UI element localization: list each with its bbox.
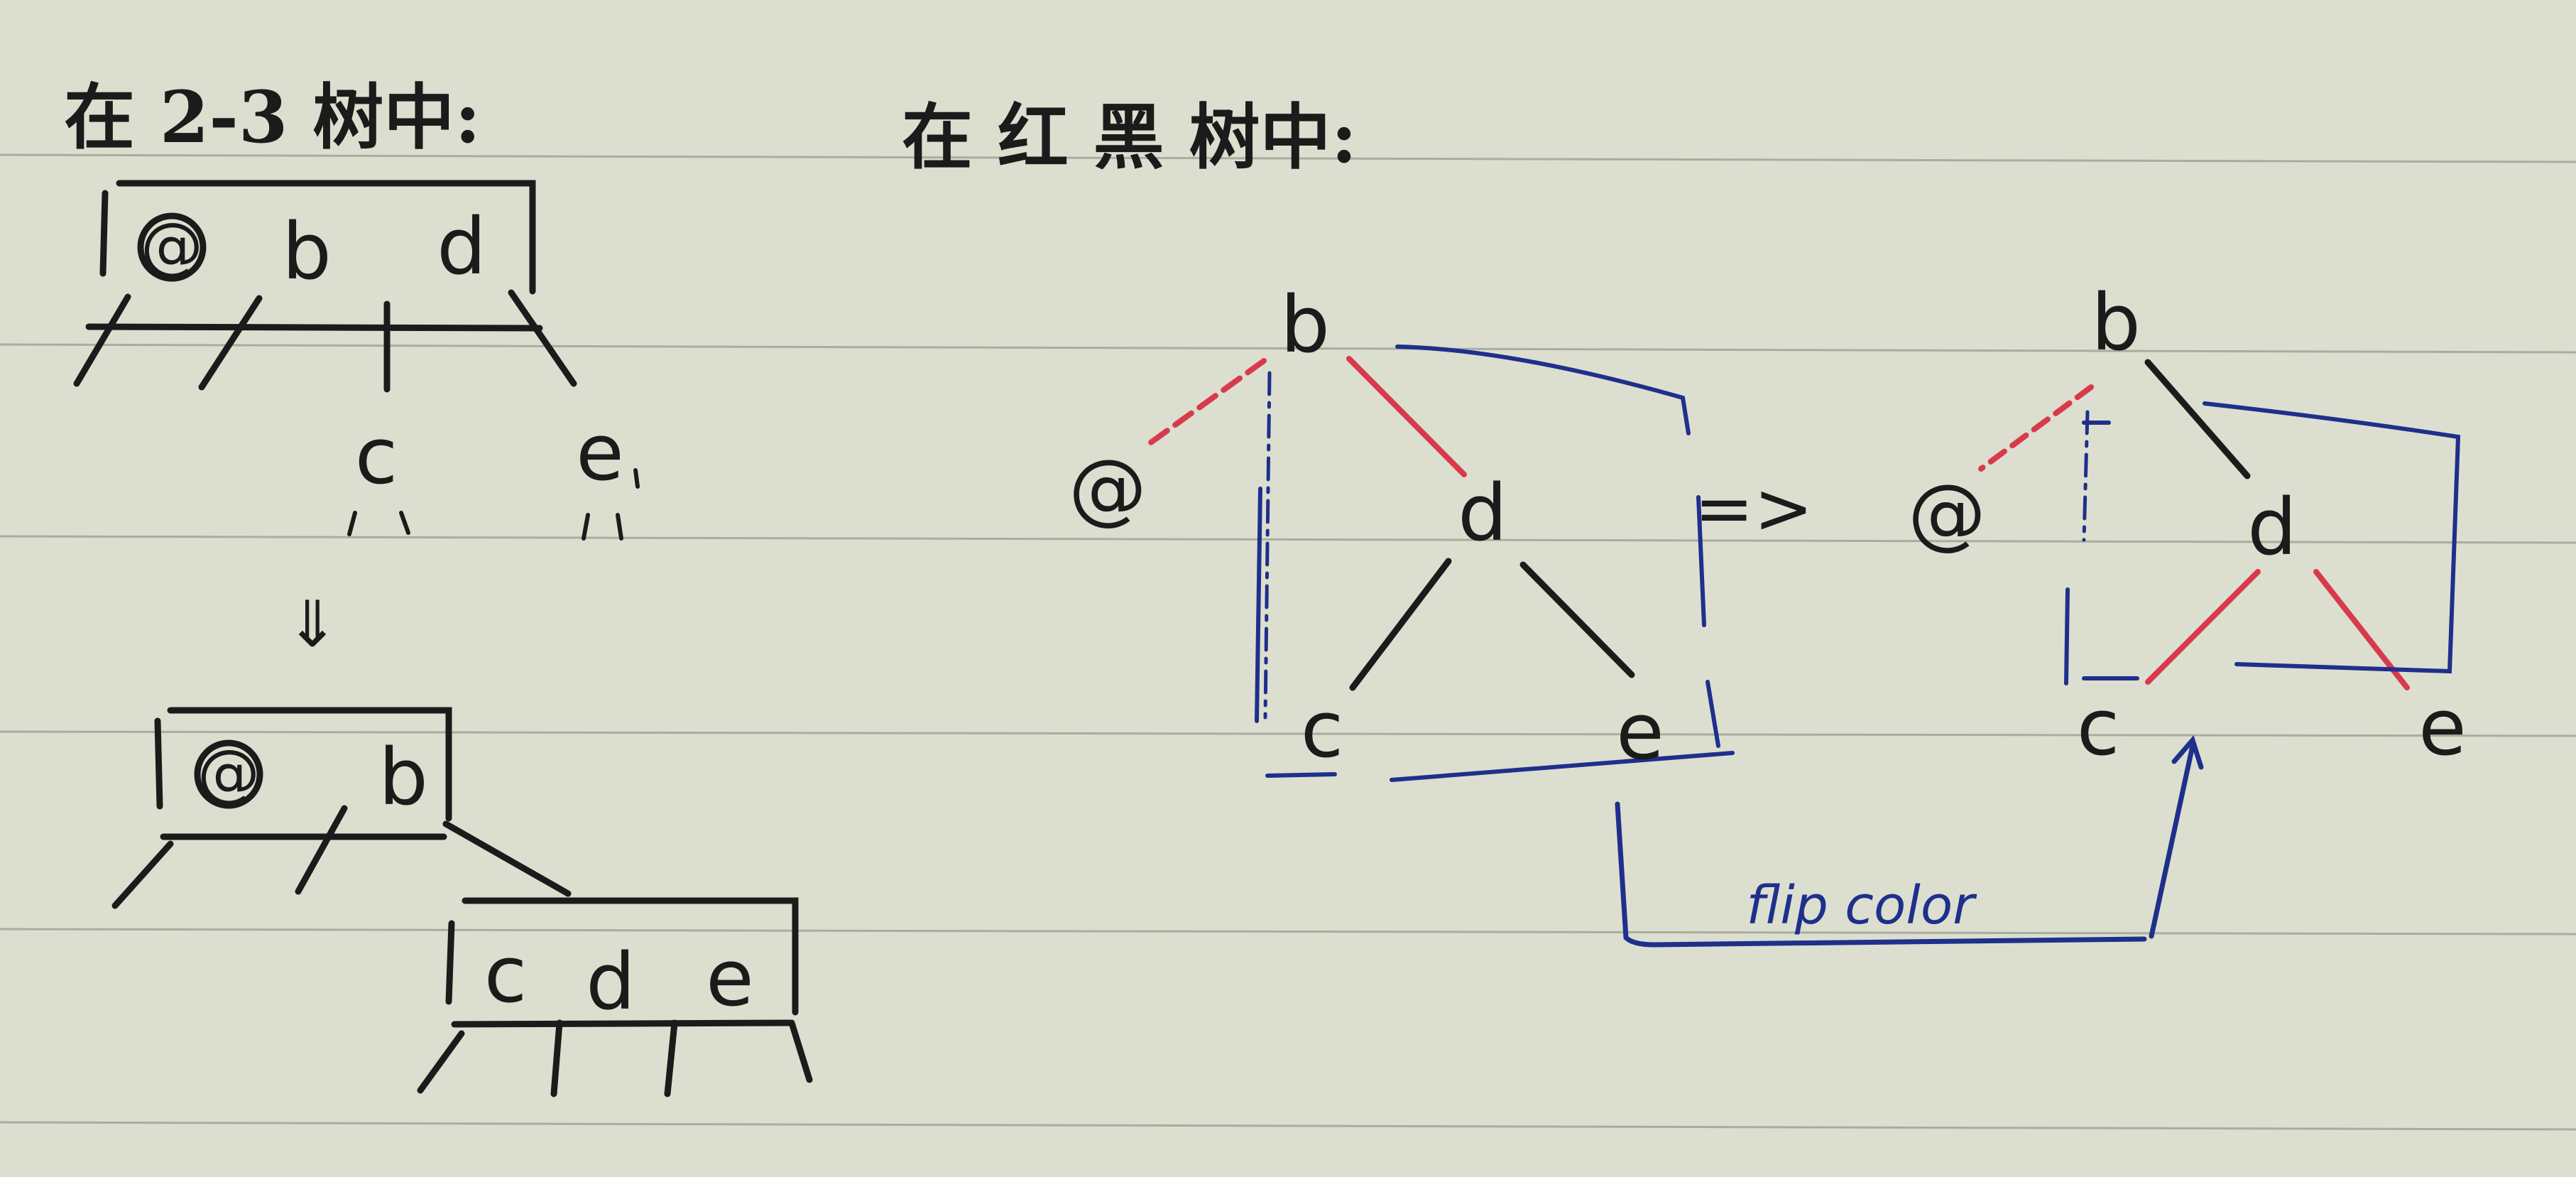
blue-bottom-right [1390,751,1735,782]
rb-node-b: b [1280,279,1330,370]
key-at: @ [197,736,260,809]
rb-node-at: @ [1069,443,1147,533]
link-left [73,293,131,387]
heading-red-black-tree: 在 红 黑 树中: [902,95,1357,179]
heading-2-3-tree: 在 2-3 树中: [64,75,481,159]
rb-node-e: e [1616,686,1664,777]
at-circle [137,212,207,282]
blue-left [2064,587,2070,685]
child-node-box [462,897,799,1016]
rule-line [0,343,2576,354]
link [664,1019,678,1097]
key-at: @ [141,209,203,282]
transform-arrow: => [1694,467,1813,550]
rule-line [0,153,2576,163]
merged-top-node [111,707,572,909]
child-node-box-bottom [451,1019,793,1028]
rb-node-e: e [2418,682,2467,773]
key-b: b [282,206,332,297]
arrow-head-icon [2171,734,2204,770]
dashdot-guide [1263,371,1272,720]
four-node-group [73,180,577,393]
child-c: c [355,411,398,501]
top-node-box-left [154,717,163,810]
down-arrow: ⇓ [285,587,339,662]
red-link-d-c [2145,569,2261,685]
blue-right-mid [1696,495,1706,627]
rb-node-c: c [1301,684,1343,775]
stub [399,511,410,535]
stub [633,468,640,489]
key-b: b [378,732,428,823]
rb-before-links [1146,356,1635,720]
link-to-e [508,289,577,387]
rb-node-d: d [1458,467,1507,558]
link [788,1019,813,1083]
black-link-b-d [2144,359,2251,479]
rb-after-blue-outline [2064,401,2461,685]
key-d: d [437,201,486,292]
flip-color-bracket [1615,734,2204,948]
flip-color-label: flip color [1746,875,1977,936]
flip-bracket-line [1615,801,2147,948]
rule-line [0,730,2576,737]
rule-line [0,928,2576,935]
rb-before-blue-outline [1255,345,1735,782]
rule-line [0,1121,2576,1131]
black-link-d-e [1519,561,1635,678]
rb-node-at: @ [1908,467,1986,558]
red-link-b-at [1978,384,2094,472]
top-node-box [167,707,452,822]
stub [582,513,590,541]
link-mid [295,805,348,895]
flip-arrow-shaft [2149,743,2195,939]
merged-child-node [417,897,813,1097]
link-left [111,840,174,909]
blue-left [1255,487,1262,723]
stub [347,511,357,536]
blue-right-outline [2203,401,2461,674]
at-circle [194,739,263,809]
key-d: d [586,936,635,1027]
child-node-box-left [445,920,455,1005]
child-e: e [576,407,624,498]
ruled-lines [0,153,2576,1131]
dashdot-guide [2082,410,2090,542]
four-node-box-bottom [85,323,543,332]
blue-bottom-left [1265,772,1337,778]
rule-line [0,535,2576,544]
key-c: c [484,929,527,1020]
link [550,1019,563,1097]
rb-node-b: b [2091,277,2141,368]
link-mid-left [198,295,263,391]
red-link-b-d [1346,356,1467,477]
blue-top [1395,345,1691,435]
link [417,1030,465,1094]
key-e: e [706,933,754,1024]
rb-node-d: d [2247,482,2297,573]
four-node-box-left [99,190,109,277]
black-link-d-c [1349,558,1452,691]
red-link-b-at [1146,358,1267,447]
stub [616,513,623,541]
rb-after-links [1978,359,2410,690]
rb-node-c: c [2077,682,2119,773]
four-node-box [116,180,536,295]
link-right [442,820,572,897]
child-stubs [347,468,640,541]
blue-right-low [1705,680,1720,748]
